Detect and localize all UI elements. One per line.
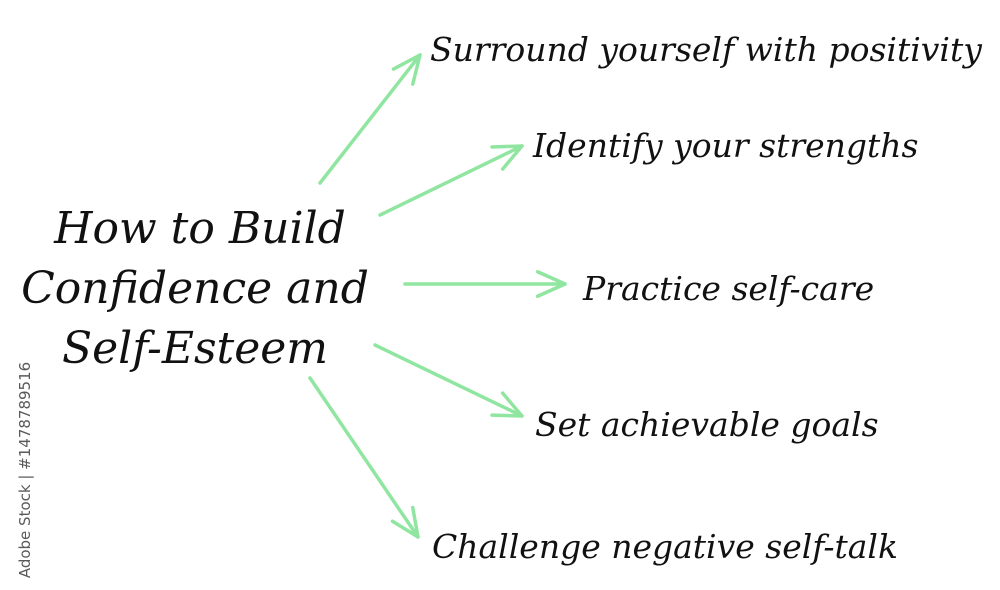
arrow-strengths-head xyxy=(490,144,524,171)
arrow-strengths xyxy=(378,144,524,217)
branch-label-strengths: Identify your strengths xyxy=(532,126,918,165)
arrow-self-talk xyxy=(308,376,420,539)
watermark-text: Adobe Stock | #1478789516 xyxy=(16,362,34,578)
branch-label-positivity: Surround yourself with positivity xyxy=(430,30,982,69)
central-title-line-2: Confidence and xyxy=(21,263,369,314)
arrow-goals-head xyxy=(490,391,524,418)
branch-label-goals: Set achievable goals xyxy=(535,405,879,444)
arrow-goals xyxy=(373,343,524,418)
branch-label-self-care: Practice self-care xyxy=(582,269,874,308)
arrows xyxy=(308,53,567,539)
arrow-strengths-shaft xyxy=(378,144,524,217)
branch-label-self-talk: Challenge negative self-talk xyxy=(432,527,898,566)
arrow-self-care xyxy=(403,270,567,298)
arrow-positivity-head xyxy=(391,53,422,86)
central-title-line-3: Self-Esteem xyxy=(62,323,328,374)
arrow-self-talk-shaft xyxy=(308,376,420,539)
arrow-self-care-head xyxy=(535,270,567,298)
arrow-positivity xyxy=(318,53,422,185)
arrow-self-talk-head xyxy=(390,505,420,539)
arrow-goals-shaft xyxy=(373,343,524,418)
central-title-line-1: How to Build xyxy=(53,203,346,254)
arrow-positivity-shaft xyxy=(318,53,422,185)
